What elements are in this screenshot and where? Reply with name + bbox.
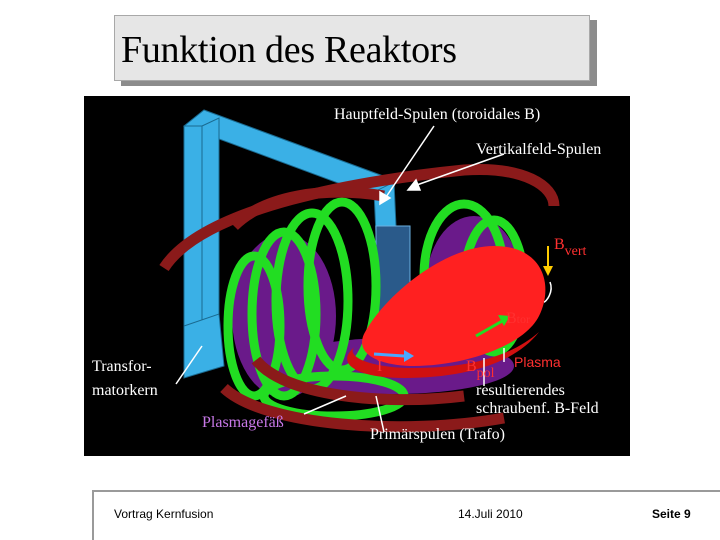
footer-divider [92, 490, 720, 492]
b-tor-subscript: tor [516, 312, 531, 326]
label-vessel: Plasmagefäß [202, 414, 284, 431]
label-transformer-1: Transfor- [92, 358, 152, 375]
field-arrows [373, 246, 553, 362]
title-box: Funktion des Reaktors [114, 15, 590, 81]
vertical-coils [159, 163, 560, 433]
b-vert-symbol: B [554, 236, 565, 253]
slide-title: Funktion des Reaktors [121, 29, 457, 71]
plasma-torus [347, 246, 546, 378]
label-resulting-1: resultierendes [476, 382, 565, 399]
label-transformer-2: matorkern [92, 382, 158, 399]
label-b-vert: Bvert [554, 236, 586, 259]
b-tor-symbol: B [506, 310, 517, 327]
tokamak-illustration [159, 109, 560, 433]
label-b-tor: Btor [506, 310, 530, 328]
label-b-pol: Bpol [466, 358, 495, 381]
leader-lines [175, 125, 505, 433]
footer-date: 14.Juli 2010 [458, 507, 523, 521]
footer-presentation-name: Vortrag Kernfusion [114, 507, 214, 521]
tokamak-diagram: Hauptfeld-Spulen (toroidales B) Vertikal… [84, 96, 630, 456]
b-vert-subscript: vert [564, 244, 587, 259]
label-primary-coils: Primärspulen (Trafo) [370, 426, 505, 443]
b-pol-subscript: pol [476, 366, 495, 381]
label-resulting-2: schraubenf. B-Feld [476, 400, 599, 417]
b-pol-symbol: B [466, 358, 477, 375]
label-current: I [377, 358, 383, 375]
label-main-coils: Hauptfeld-Spulen (toroidales B) [334, 106, 541, 123]
label-plasma: Plasma [514, 354, 561, 370]
label-vertical-coils: Vertikalfeld-Spulen [476, 141, 602, 158]
footer-page-number: Seite 9 [652, 507, 691, 521]
footer-left-border [92, 490, 94, 540]
